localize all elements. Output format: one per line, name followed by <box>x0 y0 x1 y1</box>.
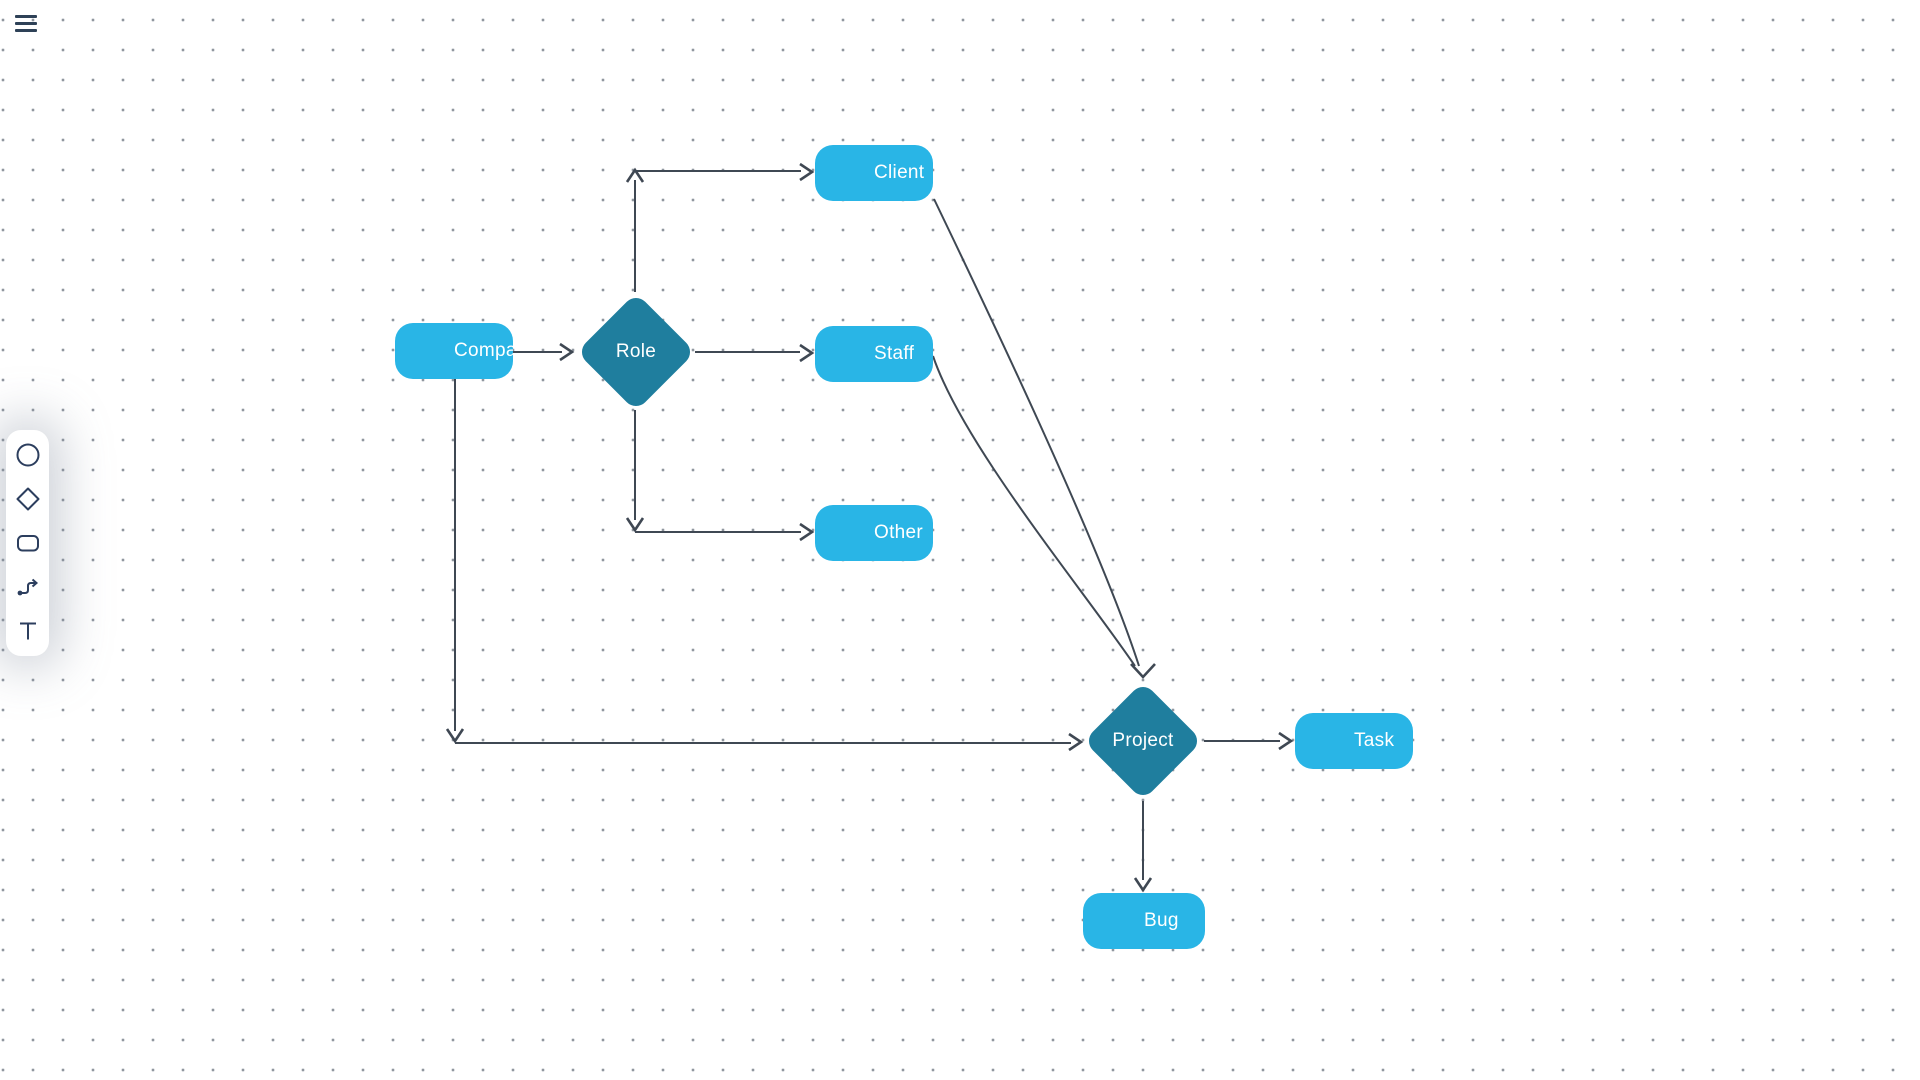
edge-curve <box>932 355 1136 667</box>
node-client[interactable]: Client <box>815 145 933 201</box>
hamburger-bar <box>15 15 37 18</box>
edge-project-bug[interactable] <box>1133 801 1153 893</box>
edge-arrowhead <box>1130 663 1156 679</box>
rounded-rect-icon <box>16 535 39 552</box>
edge-client-project[interactable] <box>933 198 1156 679</box>
node-label: Other <box>874 522 924 543</box>
node-label: Bug <box>1144 910 1179 931</box>
edge-arrowhead <box>445 728 465 744</box>
node-role[interactable]: Role <box>576 292 696 412</box>
text-tool[interactable] <box>15 618 41 644</box>
node-project[interactable]: Project <box>1083 681 1203 801</box>
edge-curve <box>933 198 1140 667</box>
node-company[interactable]: Company <box>395 323 513 379</box>
edge-arrowhead <box>799 162 815 182</box>
diamond-tool[interactable] <box>15 486 41 512</box>
rectangle-tool[interactable] <box>15 530 41 556</box>
node-label: Task <box>1354 730 1395 751</box>
node-label: Client <box>874 162 925 183</box>
edge-arrowhead <box>1278 731 1294 751</box>
edge-arrowhead <box>1133 877 1153 893</box>
edge-role-client[interactable] <box>625 162 815 292</box>
node-task[interactable]: Task <box>1295 713 1413 769</box>
hamburger-menu-icon[interactable] <box>15 15 37 35</box>
edge-project-task[interactable] <box>1204 731 1294 751</box>
node-label: Staff <box>874 343 915 364</box>
node-label: Company <box>454 340 513 361</box>
edge-arrowhead <box>799 343 815 363</box>
edge-arrowhead <box>799 522 815 542</box>
edge-arrowhead <box>1068 732 1084 752</box>
edge-arrowhead <box>559 342 575 362</box>
node-label: Project <box>1112 730 1174 751</box>
circle-icon <box>16 443 39 467</box>
hamburger-bar <box>15 22 37 25</box>
hamburger-bar <box>15 29 37 32</box>
edge-company-project[interactable] <box>445 379 1084 752</box>
edge-role-other[interactable] <box>625 410 815 542</box>
diamond-icon <box>16 487 39 511</box>
edge-company-role[interactable] <box>513 342 575 362</box>
edge-arrowhead <box>625 517 645 533</box>
connector-arrow-icon <box>17 578 38 596</box>
edge-role-staff[interactable] <box>695 343 815 363</box>
node-label: Role <box>615 341 657 362</box>
node-bug[interactable]: Bug <box>1083 893 1205 949</box>
circle-tool[interactable] <box>15 442 41 468</box>
node-staff[interactable]: Staff <box>815 326 933 382</box>
edge-staff-project[interactable] <box>932 355 1136 667</box>
connector-tool[interactable] <box>15 574 41 600</box>
text-T-icon <box>19 622 36 640</box>
node-other[interactable]: Other <box>815 505 933 561</box>
shape-toolbar <box>6 430 49 656</box>
